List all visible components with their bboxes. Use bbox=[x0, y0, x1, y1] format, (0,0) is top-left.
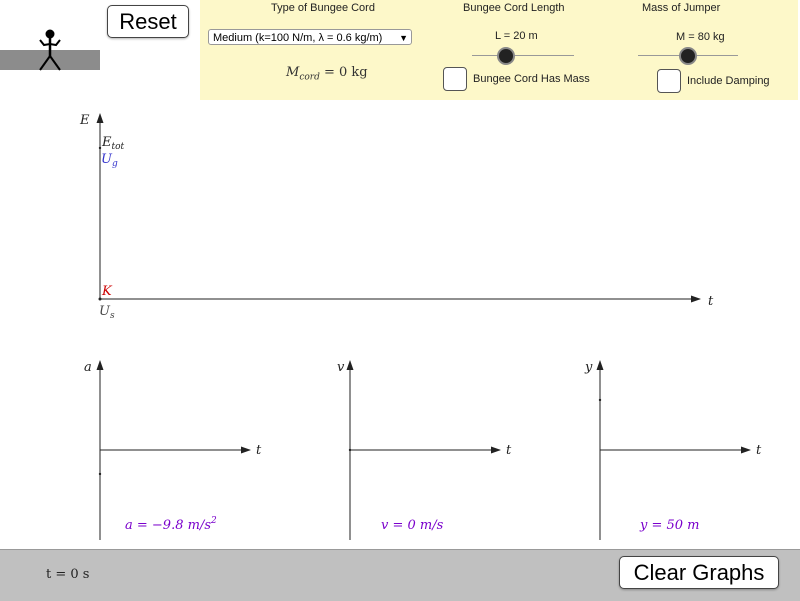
cord-length-value: L = 20 m bbox=[495, 30, 538, 42]
ug-label: Ug bbox=[101, 152, 118, 169]
acceleration-axis-label: a bbox=[84, 360, 92, 375]
cord-type-select[interactable]: Medium (k=100 N/m, λ = 0.6 kg/m) ▼ bbox=[208, 29, 412, 45]
cord-mass-subscript: cord bbox=[299, 72, 320, 83]
energy-total-point bbox=[98, 146, 102, 150]
reset-button[interactable]: Reset bbox=[107, 5, 189, 38]
time-readout: t = 0 s bbox=[46, 567, 90, 582]
position-point bbox=[598, 398, 602, 402]
ug-label-main: U bbox=[101, 152, 113, 167]
cord-mass-readout: Mcord = 0 kg bbox=[286, 65, 368, 83]
velocity-point bbox=[348, 448, 352, 452]
cord-length-slider-handle[interactable] bbox=[496, 47, 515, 65]
cord-has-mass-label: Bungee Cord Has Mass bbox=[473, 73, 590, 85]
control-panel: Type of Bungee Cord Medium (k=100 N/m, λ… bbox=[200, 0, 798, 100]
acceleration-time-label: t bbox=[256, 443, 262, 458]
include-damping-checkbox[interactable] bbox=[657, 69, 681, 93]
kinetic-label: K bbox=[101, 284, 113, 299]
cord-length-label: Bungee Cord Length bbox=[463, 2, 565, 14]
jump-platform bbox=[0, 50, 100, 70]
velocity-time-label: t bbox=[506, 443, 512, 458]
acceleration-graph: a t a = −9.8 m/s2 bbox=[84, 360, 262, 540]
velocity-graph: v t v = 0 m/s bbox=[337, 360, 512, 540]
energy-y-axis-label: E bbox=[79, 113, 90, 128]
graphs-area: E t Etot Ug K Us a t a = −9.8 m/s2 v t v… bbox=[79, 113, 762, 540]
us-label-sub: s bbox=[110, 311, 115, 321]
ug-label-sub: g bbox=[112, 159, 118, 169]
position-readout: y = 50 m bbox=[639, 518, 700, 533]
cord-mass-symbol: M bbox=[286, 65, 300, 80]
acceleration-readout: a = −9.8 m/s2 bbox=[125, 516, 217, 533]
etot-label-main: E bbox=[101, 135, 112, 150]
cord-has-mass-checkbox[interactable] bbox=[443, 67, 467, 91]
us-label-main: U bbox=[99, 304, 111, 319]
energy-graph: E t Etot Ug K Us bbox=[79, 113, 714, 321]
cord-mass-value: = 0 kg bbox=[319, 65, 368, 80]
us-label: Us bbox=[99, 304, 115, 321]
clear-graphs-button[interactable]: Clear Graphs bbox=[619, 556, 779, 589]
dropdown-arrow-icon: ▼ bbox=[399, 33, 408, 43]
velocity-axis-label: v bbox=[337, 360, 345, 375]
acceleration-readout-exponent: 2 bbox=[210, 516, 217, 526]
etot-label-sub: tot bbox=[112, 142, 125, 152]
jumper-mass-slider-handle[interactable] bbox=[679, 47, 697, 65]
acceleration-point bbox=[98, 472, 102, 476]
energy-zero-point bbox=[98, 297, 102, 301]
cord-type-label: Type of Bungee Cord bbox=[271, 2, 375, 14]
cord-length-slider[interactable] bbox=[472, 46, 574, 66]
jumper-figure-icon bbox=[39, 29, 61, 71]
position-axis-label: y bbox=[584, 360, 593, 375]
acceleration-readout-text: a = −9.8 m/s bbox=[125, 518, 211, 533]
jumper-mass-value: M = 80 kg bbox=[676, 31, 725, 43]
etot-label: Etot bbox=[101, 135, 125, 152]
position-graph: y t y = 50 m bbox=[584, 360, 762, 540]
include-damping-label: Include Damping bbox=[687, 75, 770, 87]
velocity-readout: v = 0 m/s bbox=[381, 518, 444, 533]
energy-time-axis-label: t bbox=[708, 294, 714, 309]
jumper-mass-slider[interactable] bbox=[638, 46, 738, 66]
cord-type-selected-value: Medium (k=100 N/m, λ = 0.6 kg/m) bbox=[213, 32, 383, 44]
cord-length-slider-track bbox=[472, 55, 574, 56]
position-time-label: t bbox=[756, 443, 762, 458]
jumper-mass-label: Mass of Jumper bbox=[642, 2, 721, 14]
